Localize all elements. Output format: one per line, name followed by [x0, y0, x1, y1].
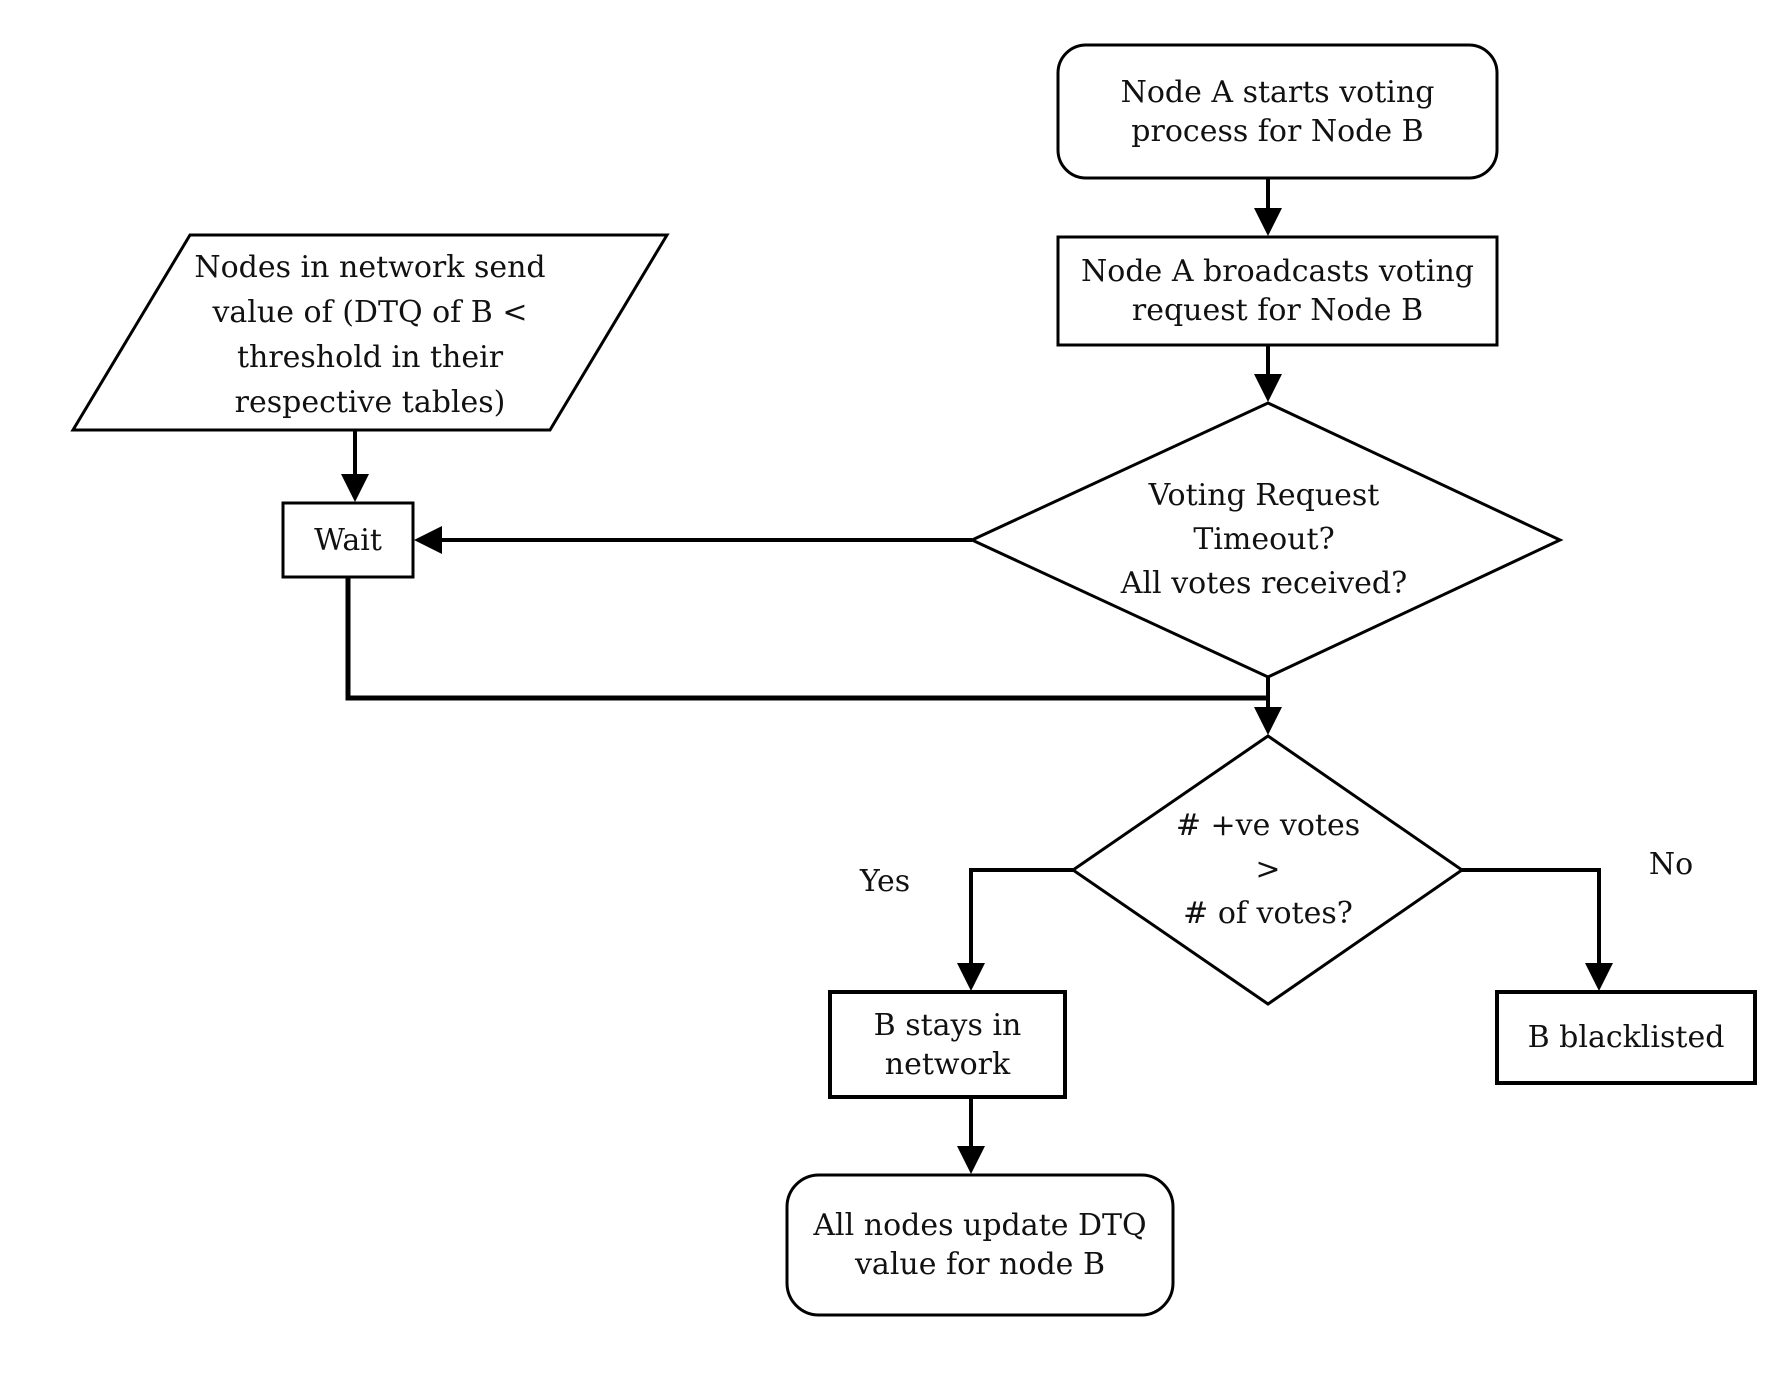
label-line: process for Node B	[1131, 113, 1424, 149]
label-line: >	[1255, 852, 1281, 887]
stays-node-label: B stays in network	[830, 992, 1065, 1097]
label-line: value of (DTQ of B <	[212, 295, 528, 330]
no-edge-label: No	[1626, 847, 1716, 883]
yes-edge-label: Yes	[840, 864, 930, 900]
label-line: All nodes update DTQ	[813, 1208, 1147, 1243]
nodes-layer	[70, 43, 1757, 1317]
label-line: # +ve votes	[1175, 808, 1361, 843]
timeout-decision-diamond-shape	[968, 401, 1564, 679]
label-line: B blacklisted	[1527, 1020, 1725, 1055]
network-input-parallelogram-shape	[70, 233, 670, 432]
stays-node-shape	[828, 990, 1067, 1099]
label-line: Node A starts voting	[1120, 74, 1435, 110]
label-line: B stays in	[873, 1007, 1022, 1043]
label-line: respective tables)	[234, 385, 506, 420]
label-line: Node A broadcasts voting	[1081, 254, 1474, 289]
label-line: Yes	[859, 864, 911, 899]
arrowhead-left-icon	[414, 526, 442, 554]
arrowhead-down-icon	[341, 474, 369, 502]
broadcast-node-label: Node A broadcasts voting request for Nod…	[1058, 237, 1497, 345]
label-line: All votes received?	[1120, 566, 1408, 601]
broadcast-node-shape	[1056, 235, 1499, 347]
arrowhead-down-icon	[1254, 374, 1282, 402]
label-line: # of votes?	[1183, 896, 1353, 931]
majority-decision-label: # +ve votes > # of votes?	[1068, 804, 1468, 936]
label-line: network	[884, 1046, 1011, 1082]
network-input-node-label: Nodes in network send value of (DTQ of B…	[150, 243, 590, 427]
arrowhead-down-icon	[957, 1146, 985, 1174]
edges-layer	[341, 178, 1613, 1174]
label-line: Wait	[314, 522, 382, 558]
blacklisted-node-label: B blacklisted	[1497, 992, 1755, 1083]
update-node-label: All nodes update DTQ value for node B	[787, 1175, 1173, 1315]
label-line: value for node B	[854, 1247, 1105, 1282]
label-line: No	[1648, 847, 1694, 882]
label-line: Timeout?	[1193, 522, 1335, 557]
label-line: threshold in their	[236, 340, 504, 375]
label-line: Voting Request	[1148, 478, 1380, 513]
timeout-decision-label: Voting Request Timeout? All votes receiv…	[1014, 473, 1514, 607]
majority-decision-diamond-shape	[1070, 734, 1465, 1006]
blacklisted-node-shape	[1495, 990, 1757, 1085]
arrowhead-down-icon	[1585, 963, 1613, 991]
update-node-shape	[785, 1173, 1175, 1317]
label-line: request for Node B	[1131, 293, 1424, 328]
arrowhead-down-icon	[1254, 707, 1282, 735]
wait-node-label: Wait	[283, 503, 413, 577]
label-line: Nodes in network send	[194, 250, 546, 285]
arrowhead-down-icon	[957, 963, 985, 991]
start-node-shape	[1056, 43, 1499, 180]
edge-majority-to-blacklisted	[1462, 868, 1601, 967]
edge-wait-to-majority	[345, 577, 1268, 701]
arrowhead-down-icon	[1254, 208, 1282, 236]
edge-majority-to-stays	[969, 868, 1073, 967]
wait-node-shape	[281, 501, 415, 579]
start-node-label: Node A starts voting process for Node B	[1058, 45, 1497, 178]
